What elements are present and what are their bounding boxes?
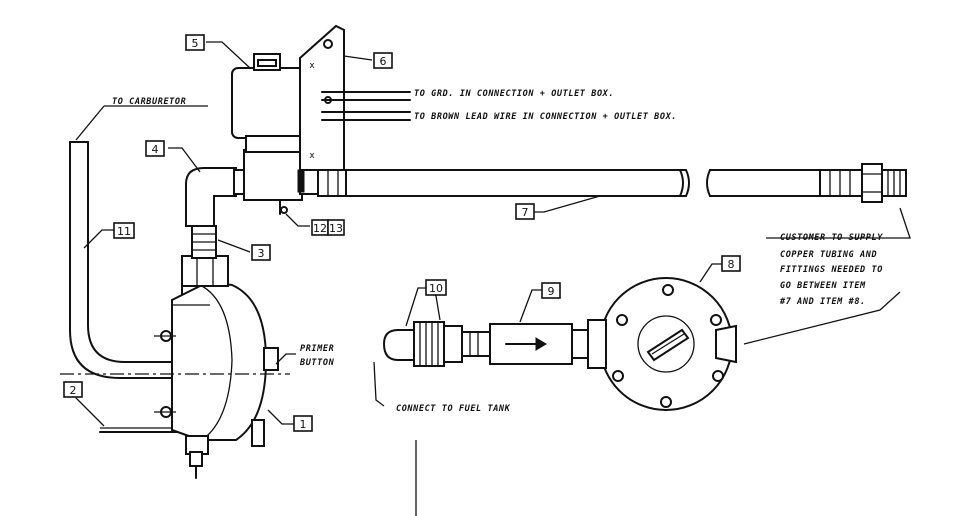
svg-text:1: 1 [300,418,307,431]
label-to-brown-lead: TO BROWN LEAD WIRE IN CONNECTION + OUTLE… [414,112,677,122]
filter-9 [489,323,589,365]
callout-12-13: 12 13 [311,219,345,236]
svg-text:7: 7 [522,206,529,219]
svg-text:13: 13 [329,222,343,235]
label-customer-5: #7 AND ITEM #8. [779,297,866,307]
fitting-3 [191,225,217,259]
mounting-bracket: x x [299,24,345,171]
leader-lines [75,41,911,427]
elbow-fitting-4 [185,167,247,227]
svg-text:4: 4 [152,143,159,156]
svg-text:8: 8 [728,258,735,271]
callout-6: 6 [373,52,393,69]
callout-8: 8 [721,255,741,272]
label-customer-4: GO BETWEEN ITEM [780,281,866,291]
label-to-ground: TO GRD. IN CONNECTION + OUTLET BOX. [414,89,614,99]
callout-1: 1 [293,415,313,432]
callout-7: 7 [515,203,535,220]
svg-text:x: x [309,61,315,71]
callout-9: 9 [541,282,561,299]
svg-text:12: 12 [313,222,327,235]
callout-10: 10 [425,279,447,296]
svg-text:3: 3 [258,247,265,260]
svg-text:9: 9 [548,285,555,298]
callout-2: 2 [63,381,83,398]
svg-text:5: 5 [192,37,199,50]
fuel-tube-7 [317,163,907,203]
label-customer-2: COPPER TUBING AND [780,250,877,260]
label-customer-1: CUSTOMER TO SUPPLY [780,233,883,243]
callout-3: 3 [251,244,271,261]
wire-leads [321,91,411,121]
svg-text:10: 10 [429,282,443,295]
svg-text:11: 11 [117,225,131,238]
callout-5: 5 [185,34,205,51]
label-connect-fuel-tank: CONNECT TO FUEL TANK [396,404,511,414]
svg-text:x: x [309,151,315,161]
label-primer-1: PRIMER [300,344,334,354]
label-customer-3: FITTINGS NEEDED TO [780,265,883,275]
fuel-pump [60,255,290,479]
carburetor-tube [69,141,176,379]
label-to-carburetor: TO CARBURETOR [112,97,186,107]
label-primer-2: BUTTON [299,358,335,368]
svg-text:2: 2 [70,384,77,397]
tank-fitting-10 [382,321,491,367]
callout-4: 4 [145,140,165,157]
svg-text:6: 6 [380,55,387,68]
tank-flange-8 [587,277,737,411]
callout-11: 11 [113,222,135,239]
